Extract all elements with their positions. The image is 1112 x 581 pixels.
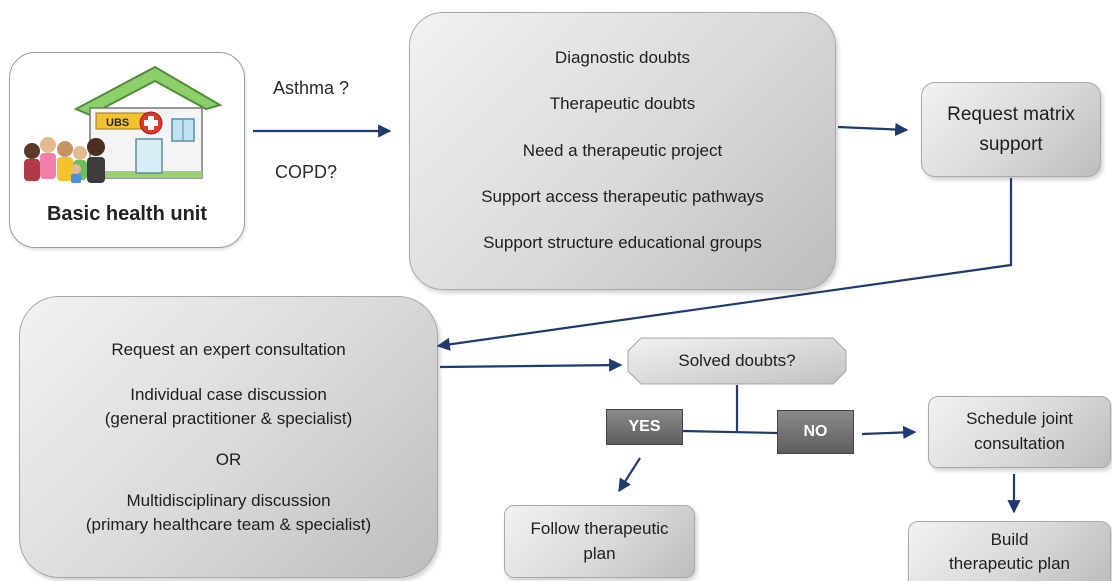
build-therapeutic-plan-box: Build therapeutic plan (908, 521, 1111, 581)
yes-tag: YES (606, 409, 683, 445)
need-item: Support structure educational groups (483, 233, 762, 253)
follow-plan-line: plan (583, 543, 616, 563)
basic-health-unit-card: UBS Basic health unit (9, 52, 245, 248)
joint-consult-line: Schedule joint (966, 409, 1073, 429)
ubs-sign-text: UBS (106, 117, 129, 129)
arrow-consultation-to-decision (439, 358, 623, 372)
schedule-joint-consultation-box: Schedule joint consultation (928, 396, 1111, 468)
decision-shape (627, 337, 847, 385)
asthma-label: Asthma ? (273, 78, 350, 98)
arrow-request-to-consultation (436, 178, 1013, 351)
build-plan-line: Build (990, 529, 1029, 549)
house-door (135, 138, 163, 174)
consultation-or: OR (215, 450, 242, 469)
solved-doubts-decision: Solved doubts? (627, 337, 847, 385)
consultation-line: (general practitioner & specialist) (104, 408, 353, 428)
request-support-line: support (979, 133, 1043, 155)
need-item: Support access therapeutic pathways (481, 187, 764, 206)
request-matrix-support-box: Request matrix support (921, 82, 1101, 177)
consultation-line: Request an expert consultation (111, 339, 346, 359)
follow-therapeutic-plan-box: Follow therapeutic plan (504, 505, 695, 578)
need-item: Therapeutic doubts (549, 94, 696, 114)
no-tag: NO (777, 410, 854, 454)
build-plan-line: therapeutic plan (949, 553, 1070, 573)
house-base (90, 171, 202, 178)
health-unit-illustration: UBS (24, 65, 223, 183)
arrow-yes-to-follow (618, 457, 641, 493)
request-support-line: Request matrix (947, 104, 1075, 126)
connector-yes-no-bar (682, 429, 778, 435)
need-item: Diagnostic doubts (554, 47, 691, 67)
people-group-icon (24, 137, 105, 183)
need-item: Need a therapeutic project (522, 140, 723, 160)
needs-box: Diagnostic doubts Therapeutic doubts Nee… (409, 12, 836, 290)
copd-label: COPD? (275, 162, 338, 182)
decision-text: Solved doubts? (678, 350, 796, 370)
expert-consultation-box: Request an expert consultation Individua… (19, 296, 438, 578)
consultation-line: (primary healthcare team & specialist) (85, 514, 372, 534)
joint-consult-line: consultation (974, 434, 1065, 453)
consultation-line: Individual case discussion (130, 385, 327, 405)
consultation-line: Multidisciplinary discussion (126, 491, 331, 511)
basic-health-unit-label: Basic health unit (46, 203, 208, 225)
arrow-no-to-joint (861, 425, 917, 440)
arrow-needs-to-request (837, 122, 909, 137)
follow-plan-line: Follow therapeutic (530, 518, 669, 538)
